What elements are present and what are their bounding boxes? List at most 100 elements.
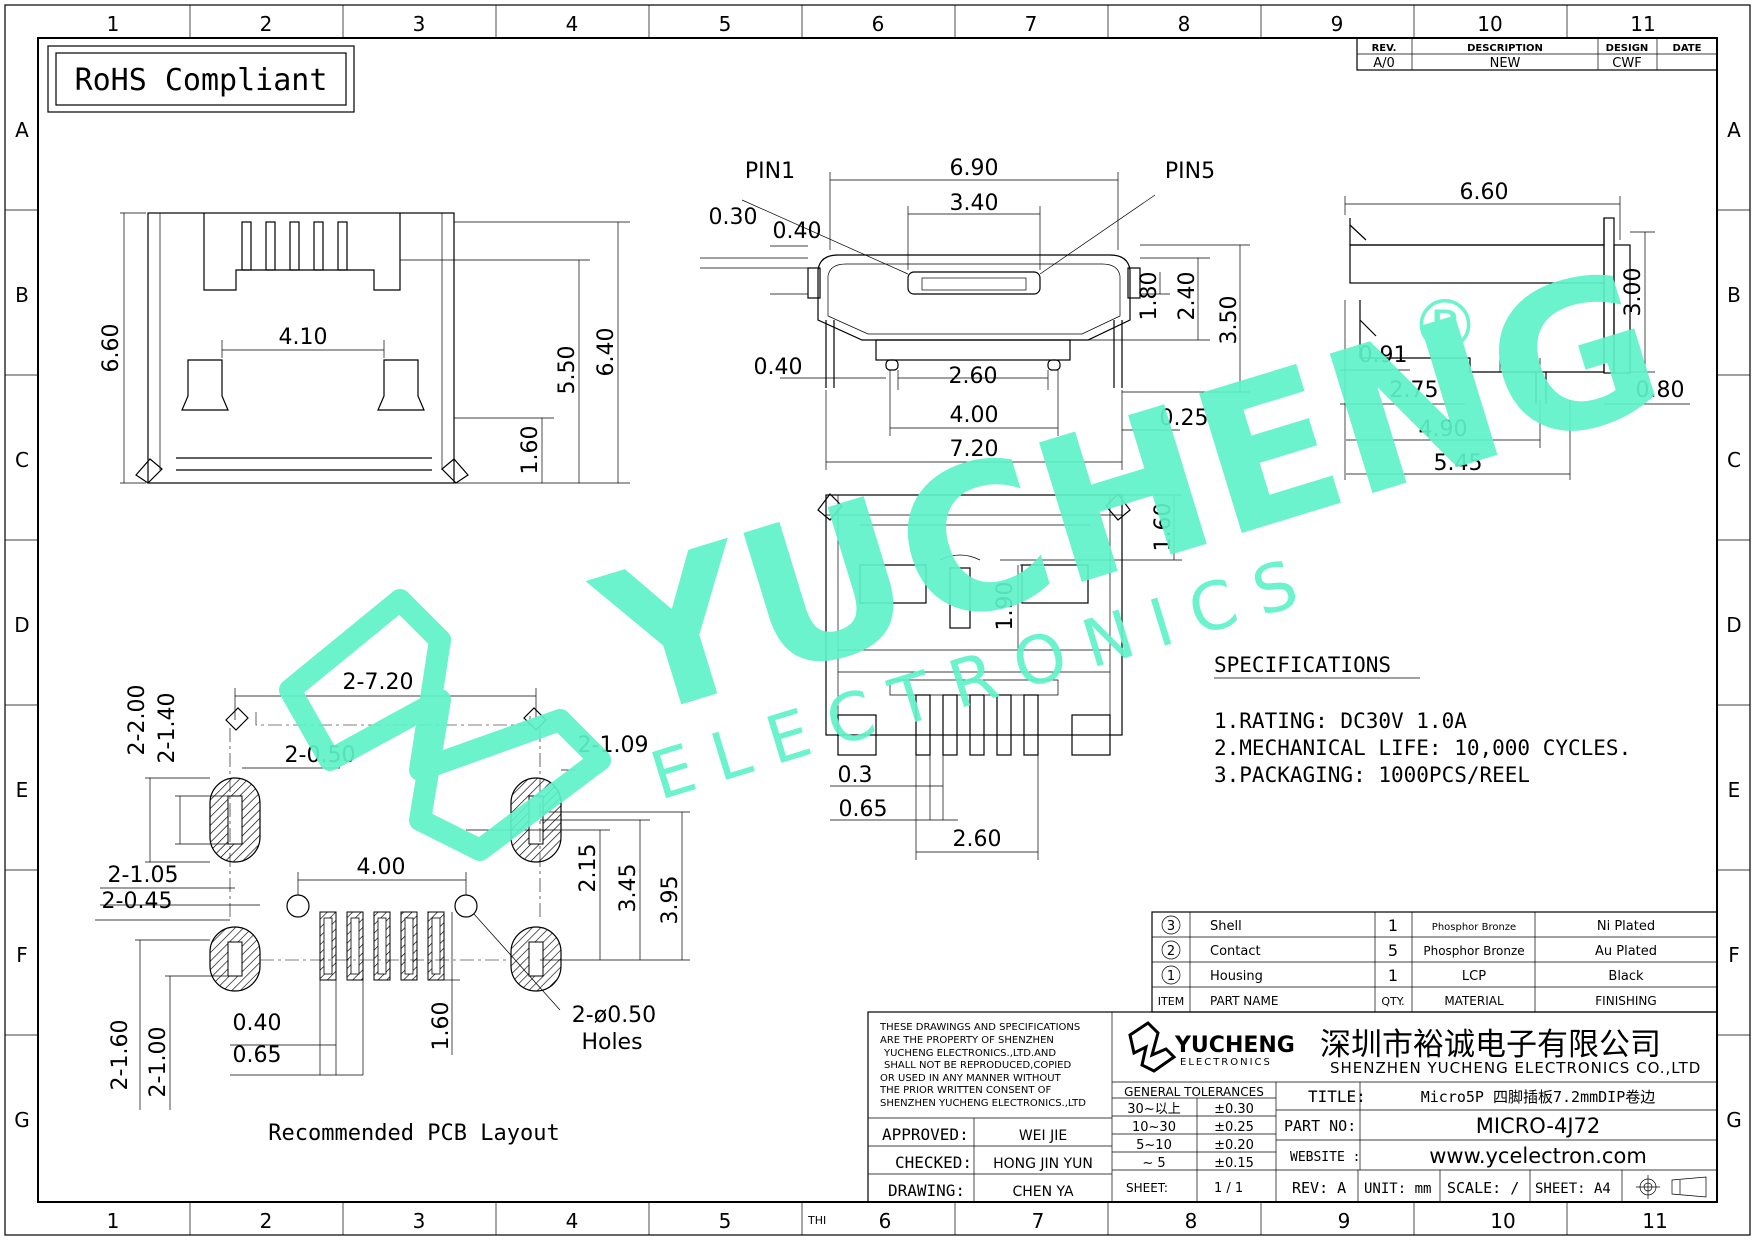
bom-header-name: PART NAME <box>1210 994 1278 1008</box>
rev-header-date: DATE <box>1673 43 1702 54</box>
bom-item: 2 <box>1167 944 1175 959</box>
sheet-value: 1 / 1 <box>1214 1181 1243 1196</box>
dim-front-1-80: 1.80 <box>1137 272 1162 321</box>
part-no-label: PART NO: <box>1284 1117 1356 1135</box>
grid-col-top: 5 <box>719 12 732 36</box>
tol-value: ±0.30 <box>1214 1102 1254 1117</box>
revision-table: REV. DESCRIPTION DESIGN DATE A/0 NEW CWF <box>1356 37 1718 71</box>
tol-range: 5~10 <box>1136 1138 1172 1153</box>
bom-material: Phosphor Bronze <box>1423 944 1524 958</box>
dim-top-1-90: 1.90 <box>993 582 1018 631</box>
grid-col-top: 11 <box>1630 12 1655 36</box>
dim-right-6-60: 6.60 <box>1460 180 1509 205</box>
dim-front-3-50: 3.50 <box>1217 296 1242 345</box>
label-pin5: PIN5 <box>1165 159 1215 184</box>
drawing-label: DRAWING: <box>888 1181 965 1200</box>
rev-header-design: DESIGN <box>1606 43 1649 54</box>
grid-col-bottom: 7 <box>1032 1209 1045 1233</box>
label-pin1: PIN1 <box>745 159 795 184</box>
grid-col-bottom: 9 <box>1338 1209 1351 1233</box>
dim-front-7-20: 7.20 <box>950 437 999 462</box>
dim-front-4-00: 4.00 <box>950 403 999 428</box>
dim-front-2-40: 2.40 <box>1175 272 1200 321</box>
bom-item: 1 <box>1167 969 1175 984</box>
tol-value: ±0.25 <box>1214 1120 1254 1135</box>
spec-item: 1.RATING: DC30V 1.0A <box>1214 709 1467 733</box>
tol-range: ~ 5 <box>1142 1156 1165 1171</box>
tol-range: 10~30 <box>1132 1120 1176 1135</box>
bom-finishing: Black <box>1608 969 1644 984</box>
bom-part-name: Housing <box>1210 969 1263 984</box>
title-label: TITLE: <box>1308 1087 1366 1106</box>
dim-front-2-60: 2.60 <box>949 364 998 389</box>
notice-line: SHALL NOT BE REPRODUCED,COPIED <box>884 1060 1071 1071</box>
title-block <box>867 1011 1718 1203</box>
grid-row-left: C <box>15 448 29 472</box>
dim-pcb-0-40: 0.40 <box>233 1011 282 1036</box>
rev-description: NEW <box>1490 56 1521 71</box>
grid-col-bottom: 4 <box>566 1209 579 1233</box>
tol-range: 30~以上 <box>1127 1102 1180 1117</box>
spec-item: 3.PACKAGING: 1000PCS/REEL <box>1214 763 1530 787</box>
spec-item: 2.MECHANICAL LIFE: 10,000 CYCLES. <box>1214 736 1631 760</box>
grid-row-right: F <box>1728 943 1740 967</box>
bom-qty: 1 <box>1388 966 1398 985</box>
dim-right-5-45: 5.45 <box>1434 451 1483 476</box>
grid-row-right: C <box>1727 448 1741 472</box>
approved-label: APPROVED: <box>882 1125 969 1144</box>
dim-pcb-2-1-60: 2-1.60 <box>108 1020 133 1091</box>
grid-col-top: 7 <box>1025 12 1038 36</box>
notice-line: ARE THE PROPERTY OF SHENZHEN <box>880 1035 1054 1046</box>
bom-item: 3 <box>1167 919 1175 934</box>
label-holes: Holes <box>581 1030 642 1055</box>
rev-header-desc: DESCRIPTION <box>1467 43 1543 54</box>
dim-side-4-10: 4.10 <box>279 325 328 350</box>
tol-value: ±0.20 <box>1214 1138 1254 1153</box>
checked-label: CHECKED: <box>895 1153 972 1172</box>
grid-row-left: F <box>16 943 28 967</box>
dim-front-0-40-top: 0.40 <box>773 219 822 244</box>
grid-row-left: A <box>15 118 29 142</box>
rev-label: REV: A <box>1292 1179 1346 1197</box>
dim-front-3-40: 3.40 <box>950 191 999 216</box>
unit-label: UNIT: mm <box>1364 1181 1431 1197</box>
dim-right-3-00: 3.00 <box>1621 268 1646 317</box>
dim-side-5-50: 5.50 <box>555 346 580 395</box>
tol-value: ±0.15 <box>1214 1156 1254 1171</box>
grid-col-bottom: 10 <box>1490 1209 1515 1233</box>
dim-front-0-30: 0.30 <box>709 205 758 230</box>
website-link[interactable]: www.ycelectron.com <box>1429 1144 1647 1168</box>
bom-header-item: ITEM <box>1158 995 1184 1008</box>
sheet-label: SHEET: <box>1126 1181 1168 1195</box>
grid-col-bottom: 2 <box>260 1209 273 1233</box>
dim-side-6-40: 6.40 <box>594 328 619 377</box>
grid-row-left: G <box>14 1108 30 1132</box>
rev-design: CWF <box>1612 56 1641 71</box>
grid-col-bottom: 3 <box>413 1209 426 1233</box>
grid-row-right: B <box>1727 283 1741 307</box>
checked-name: HONG JIN YUN <box>993 1156 1093 1172</box>
dim-pcb-1-60: 1.60 <box>429 1002 454 1051</box>
dim-pcb-2-1-05: 2-1.05 <box>108 863 179 888</box>
grid-col-top: 1 <box>107 12 120 36</box>
grid-ticks <box>5 5 1750 1235</box>
bom-header-qty: QTY. <box>1381 995 1404 1008</box>
dim-pcb-0-65: 0.65 <box>233 1043 282 1068</box>
bom-qty: 5 <box>1388 941 1398 960</box>
rohs-label: RoHS Compliant <box>75 63 328 98</box>
grid-col-top: 9 <box>1331 12 1344 36</box>
dim-pcb-2-1-40: 2-1.40 <box>155 693 180 764</box>
rev-value: A/0 <box>1373 56 1395 71</box>
grid-col-top: 4 <box>566 12 579 36</box>
label-holes-dim: 2-ø0.50 <box>572 1003 656 1028</box>
part-number: MICRO-4J72 <box>1476 1114 1601 1138</box>
watermark-logo-mark <box>279 589 611 861</box>
bom-material: LCP <box>1462 969 1486 984</box>
tol-title: GENERAL TOLERANCES <box>1124 1085 1264 1099</box>
notice-line: SHENZHEN YUCHENG ELECTRONICS.,LTD <box>880 1098 1086 1109</box>
pcb-layout <box>95 688 690 1110</box>
dim-right-0-91: 0.91 <box>1359 343 1408 368</box>
rev-header-rev: REV. <box>1372 43 1397 54</box>
rohs-inner-box <box>55 52 347 106</box>
